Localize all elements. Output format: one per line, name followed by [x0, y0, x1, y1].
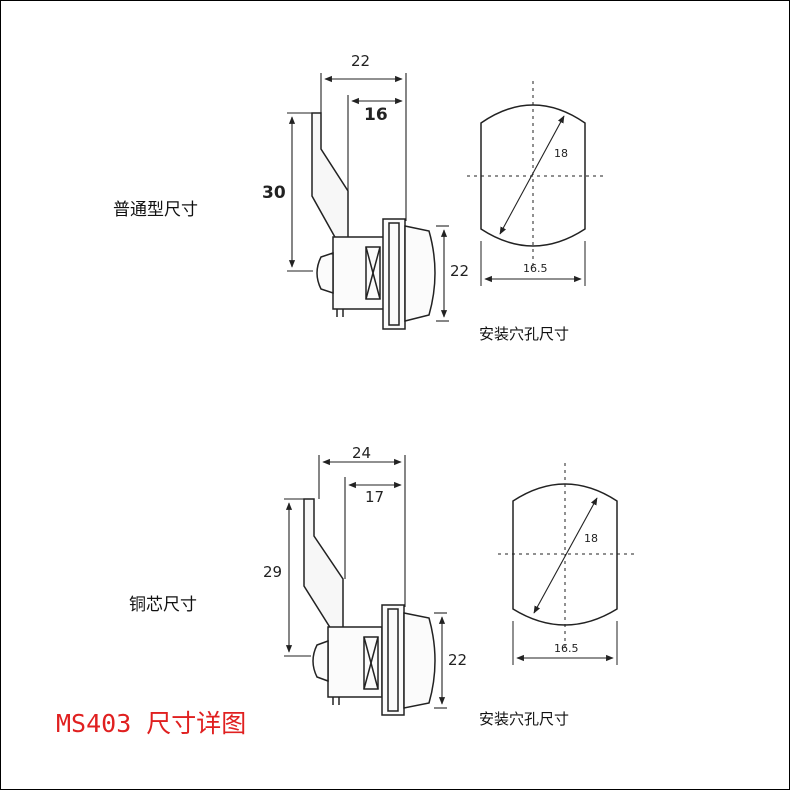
dimension-lines-bottom — [284, 455, 447, 709]
dim-inner-width: 16 — [364, 105, 388, 125]
dim-height: 30 — [262, 183, 286, 203]
hole-width: 16.5 — [523, 262, 548, 275]
flange — [381, 604, 405, 716]
cam-arm — [303, 498, 344, 630]
square-shaft — [363, 636, 379, 690]
cylinder-face — [404, 225, 436, 322]
cam-arm — [311, 112, 349, 240]
section-label-standard: 普通型尺寸 — [113, 200, 198, 220]
square-shaft — [365, 246, 381, 300]
mounting-hole-top — [467, 81, 603, 286]
dimension-lines-top — [287, 73, 449, 322]
dim-body-height: 22 — [448, 651, 468, 669]
hole-caption-top: 安装穴孔尺寸 — [479, 325, 570, 343]
dim-body-height: 22 — [450, 262, 470, 280]
page-title: MS403 尺寸详图 — [56, 709, 247, 738]
hole-diagonal: 18 — [554, 147, 568, 160]
section-label-copper-core: 铜芯尺寸 — [129, 595, 197, 615]
cylinder-face — [403, 612, 436, 709]
mounting-hole-bottom — [498, 463, 635, 665]
dim-overall-width: 22 — [351, 52, 371, 70]
lock-profile-standard — [311, 112, 436, 330]
flange — [382, 218, 406, 330]
nut — [316, 251, 334, 295]
dim-height: 29 — [263, 563, 283, 581]
nut — [312, 639, 329, 683]
hole-width: 16.5 — [554, 642, 579, 655]
lock-body — [332, 236, 386, 310]
hole-caption-bottom: 安装穴孔尺寸 — [479, 710, 570, 728]
dim-inner-width: 17 — [365, 488, 385, 506]
dim-overall-width: 24 — [352, 444, 372, 462]
lock-profile-copper-core — [303, 498, 436, 716]
hole-diagonal: 18 — [584, 532, 598, 545]
